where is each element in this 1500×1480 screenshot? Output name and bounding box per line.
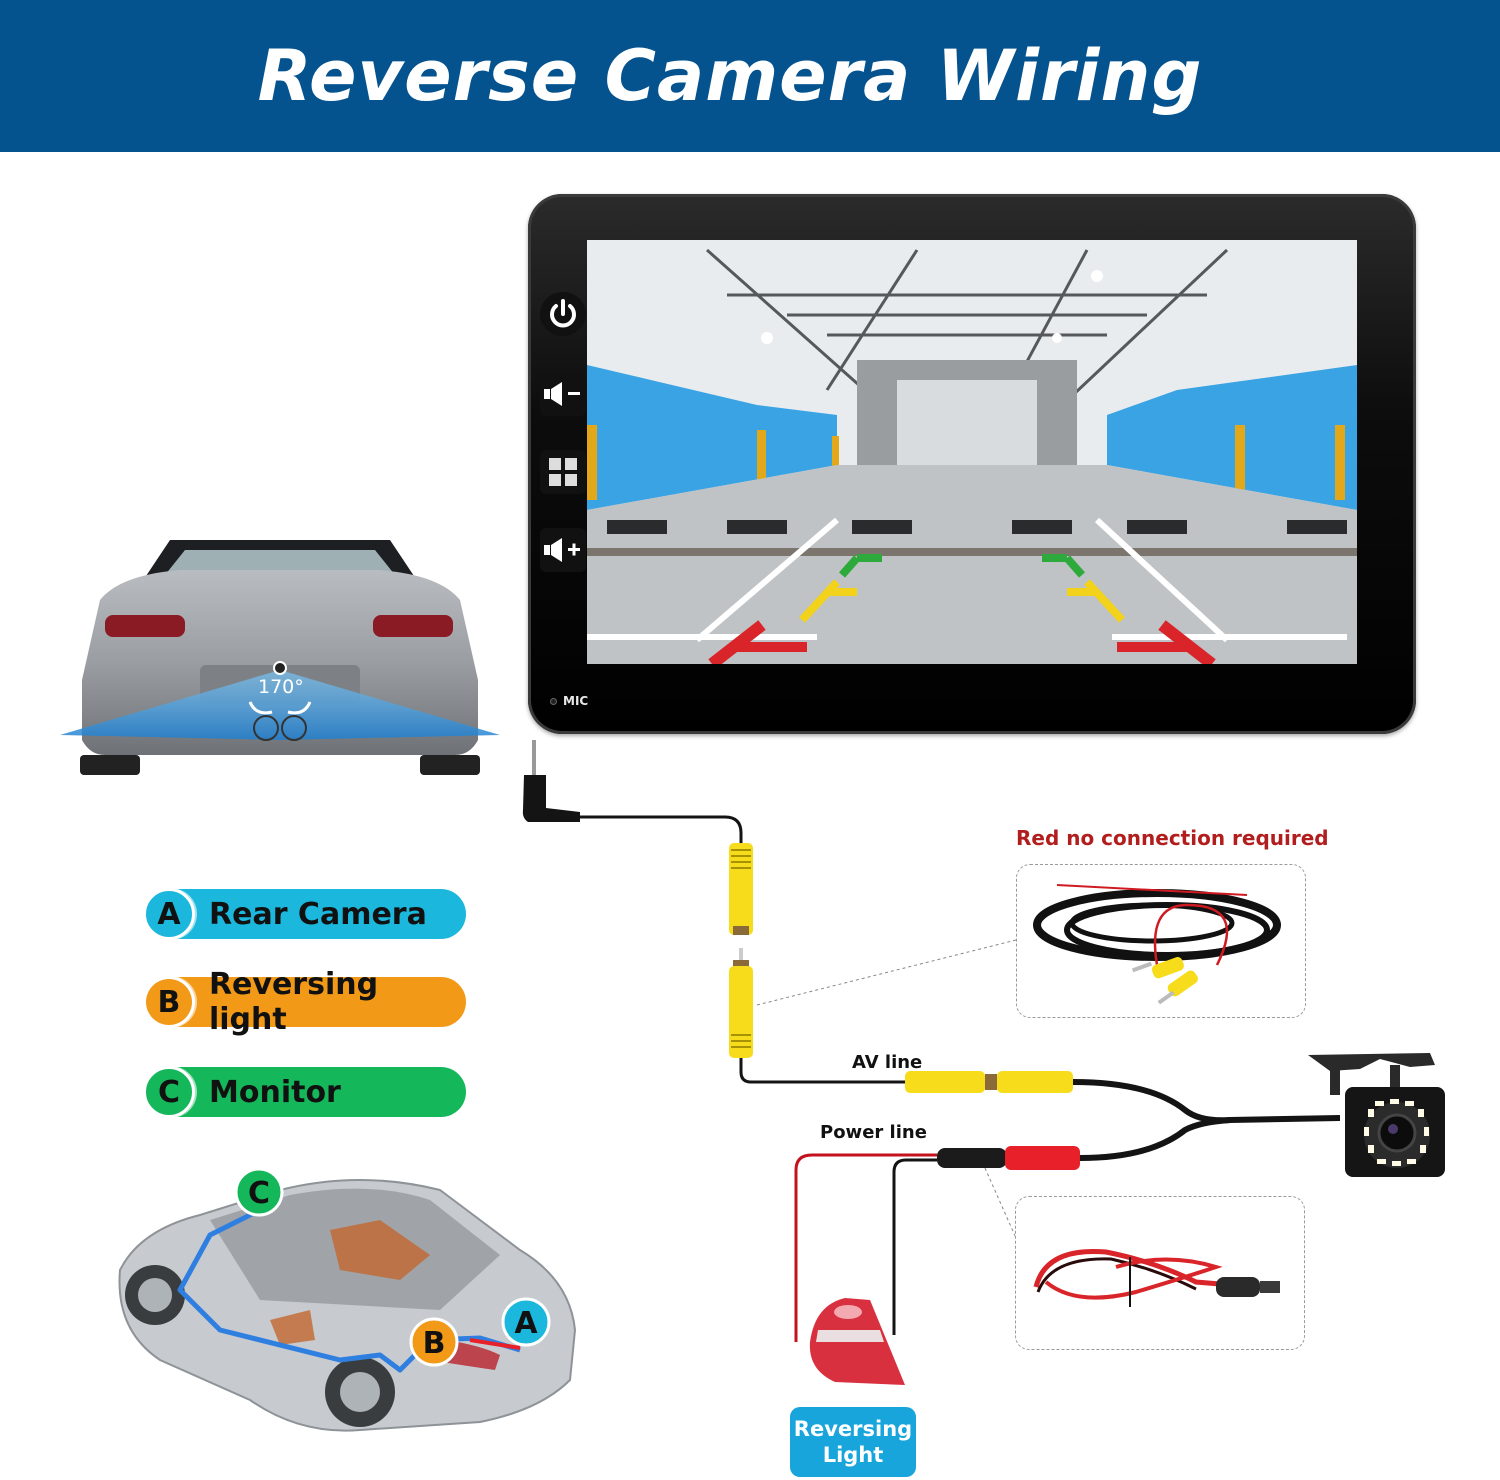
- rca-male-connector: [729, 948, 753, 1058]
- rca-female-connector: [729, 843, 753, 935]
- car-monitor: MIC: [528, 194, 1416, 734]
- power-line-label: Power line: [820, 1122, 927, 1143]
- svg-text:B: B: [423, 1326, 446, 1361]
- av-extension-cable-icon: [1033, 884, 1281, 1005]
- tail-light-illustration: [809, 1298, 905, 1385]
- power-line-connector: [937, 1146, 1080, 1170]
- grid-menu-icon: [549, 458, 577, 486]
- legend-letter-b: B: [143, 976, 195, 1028]
- legend-item-reversing-light: B Reversing light: [143, 967, 466, 1037]
- mic-icon: [550, 697, 557, 705]
- volume-down-button[interactable]: [540, 372, 586, 416]
- av-line-coupler: [905, 1071, 1073, 1093]
- marker-c: C: [234, 1167, 284, 1217]
- legend-label: Rear Camera: [209, 896, 427, 932]
- hazard-stripes: [587, 425, 1345, 500]
- warning-label: Red no connection required: [1016, 826, 1329, 850]
- reversing-light-label-line2: Light: [822, 1443, 884, 1467]
- legend-item-monitor: C Monitor: [143, 1066, 466, 1118]
- parking-guide-lines: [708, 554, 1216, 664]
- legend-label: Reversing light: [208, 967, 379, 1037]
- legend-letter-c: C: [143, 1066, 195, 1118]
- reversing-light-label-line1: Reversing: [793, 1417, 913, 1441]
- header-banner: Reverse Camera Wiring: [0, 0, 1500, 152]
- svg-text:A: A: [514, 1306, 538, 1341]
- power-icon: [550, 299, 576, 328]
- power-cable-icon: [1033, 1248, 1280, 1307]
- view-angle-label: 170°: [258, 676, 304, 698]
- mini-camera-icon: [273, 661, 287, 675]
- power-cable-photo-box: [1015, 1196, 1305, 1350]
- camera-lens-icon: [1377, 1113, 1417, 1153]
- legend-letter-a: A: [143, 888, 195, 940]
- volume-up-icon: [544, 538, 580, 562]
- marker-b: B: [409, 1317, 459, 1367]
- legend-item-rear-camera: A Rear Camera: [143, 888, 466, 940]
- av-cable-photo-box: [1016, 864, 1306, 1018]
- power-button[interactable]: [540, 292, 586, 336]
- marker-a: A: [501, 1297, 551, 1347]
- legend-label: Monitor: [209, 1074, 341, 1110]
- aux-jack-plug: [522, 740, 580, 822]
- rear-camera-view: [587, 240, 1357, 664]
- page-title: Reverse Camera Wiring: [257, 35, 1203, 117]
- volume-down-icon: [544, 382, 580, 406]
- volume-up-button[interactable]: [540, 528, 586, 572]
- car-cutaway-diagram: C B A: [118, 1167, 577, 1432]
- home-menu-button[interactable]: [540, 450, 586, 494]
- rear-car-illustration: [60, 540, 500, 775]
- reversing-light-badge: Reversing Light: [790, 1407, 916, 1477]
- rear-camera-device: [1308, 1053, 1445, 1177]
- svg-text:C: C: [248, 1176, 270, 1211]
- mic-indicator: MIC: [550, 694, 588, 708]
- av-line-label: AV line: [852, 1052, 923, 1073]
- mic-label: MIC: [563, 694, 589, 708]
- camera-fov-cone: [60, 670, 500, 740]
